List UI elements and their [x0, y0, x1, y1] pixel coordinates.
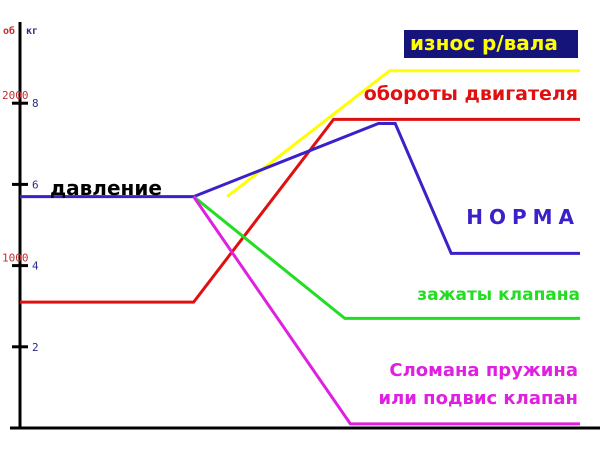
series-line-5	[192, 195, 580, 426]
series-label-4: зажаты клапана	[417, 285, 580, 305]
series-line-1	[20, 117, 580, 304]
rpm-tick-label-1000: 1000	[2, 252, 29, 265]
y-tick-label-2: 2	[32, 341, 39, 354]
series-line-0	[226, 69, 580, 198]
pressure-unit-label: кг	[26, 26, 38, 37]
series-line-4	[192, 195, 580, 320]
rpm-tick-label-2000: 2000	[2, 89, 29, 102]
series-label-box-0	[404, 30, 578, 58]
series-label-0: износ р/вала	[410, 31, 558, 55]
series-label-line2-5: или подвис клапан	[378, 388, 578, 409]
rpm-unit-label: об	[3, 25, 15, 37]
y-tick-label-8: 8	[32, 97, 39, 110]
series-lines	[20, 69, 580, 426]
series-label-1: обороты двигателя	[364, 83, 578, 105]
series-label-3: давление	[50, 176, 162, 200]
series-label-2: НОРМА	[466, 205, 580, 229]
series-line-2	[20, 122, 580, 255]
y-ticks: 2 4 6 8 1000 2000	[2, 89, 39, 354]
y-tick-label-4: 4	[32, 260, 39, 273]
y-tick-label-6: 6	[32, 178, 39, 191]
series-label-5: Сломана пружина	[389, 360, 578, 381]
